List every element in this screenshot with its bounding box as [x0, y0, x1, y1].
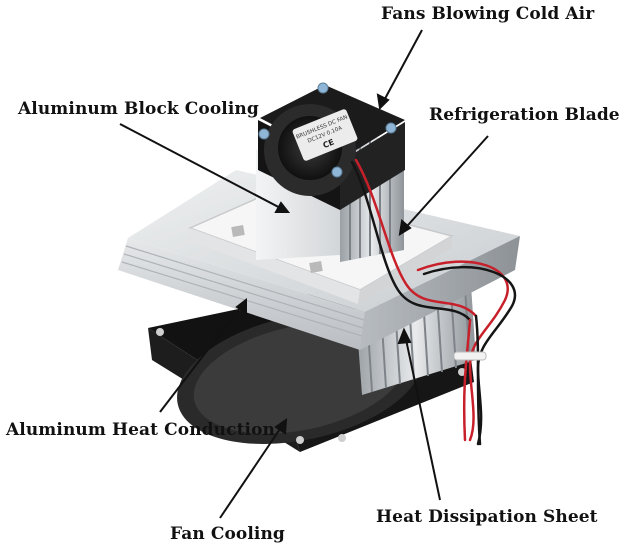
arrowhead-icon [376, 93, 390, 111]
label-heat-dissipation-sheet: Heat Dissipation Sheet [376, 507, 598, 527]
arrow-blade [399, 135, 489, 235]
arrowhead-icon [397, 327, 412, 345]
arrowhead-icon [398, 219, 412, 236]
arrow-fan [219, 419, 287, 519]
arrowhead-icon [235, 297, 247, 315]
screw-icon [317, 82, 329, 94]
power-wires [350, 158, 517, 446]
annotation-arrows [119, 29, 489, 519]
label-refrigeration-blade: Refrigeration Blade [429, 105, 620, 125]
label-fans-blowing-cold-air: Fans Blowing Cold Air [381, 4, 595, 24]
cable-tie [453, 351, 487, 361]
arrowhead-icon [274, 201, 291, 213]
screw-icon [331, 166, 343, 178]
screw-icon [385, 122, 397, 134]
fan-screw-icon [458, 368, 466, 376]
arrow-fans [379, 29, 423, 109]
ce-mark: CE [322, 138, 336, 151]
arrow-heat [159, 299, 247, 413]
fan-screw-icon [156, 328, 164, 336]
arrow-block [119, 123, 289, 213]
label-aluminum-heat-conduction: Aluminum Heat Conduction [6, 420, 275, 440]
label-fan-cooling: Fan Cooling [170, 524, 285, 544]
arrowhead-icon [274, 417, 288, 435]
fan-screw-icon [338, 434, 346, 442]
top-fan: BRUSHLESS DC FAN DC12V 0.10A CE [258, 82, 405, 210]
label-aluminum-block-cooling: Aluminum Block Cooling [18, 99, 259, 119]
arrow-sheet [403, 329, 441, 501]
screw-icon [258, 128, 270, 140]
fan-screw-icon [296, 436, 304, 444]
